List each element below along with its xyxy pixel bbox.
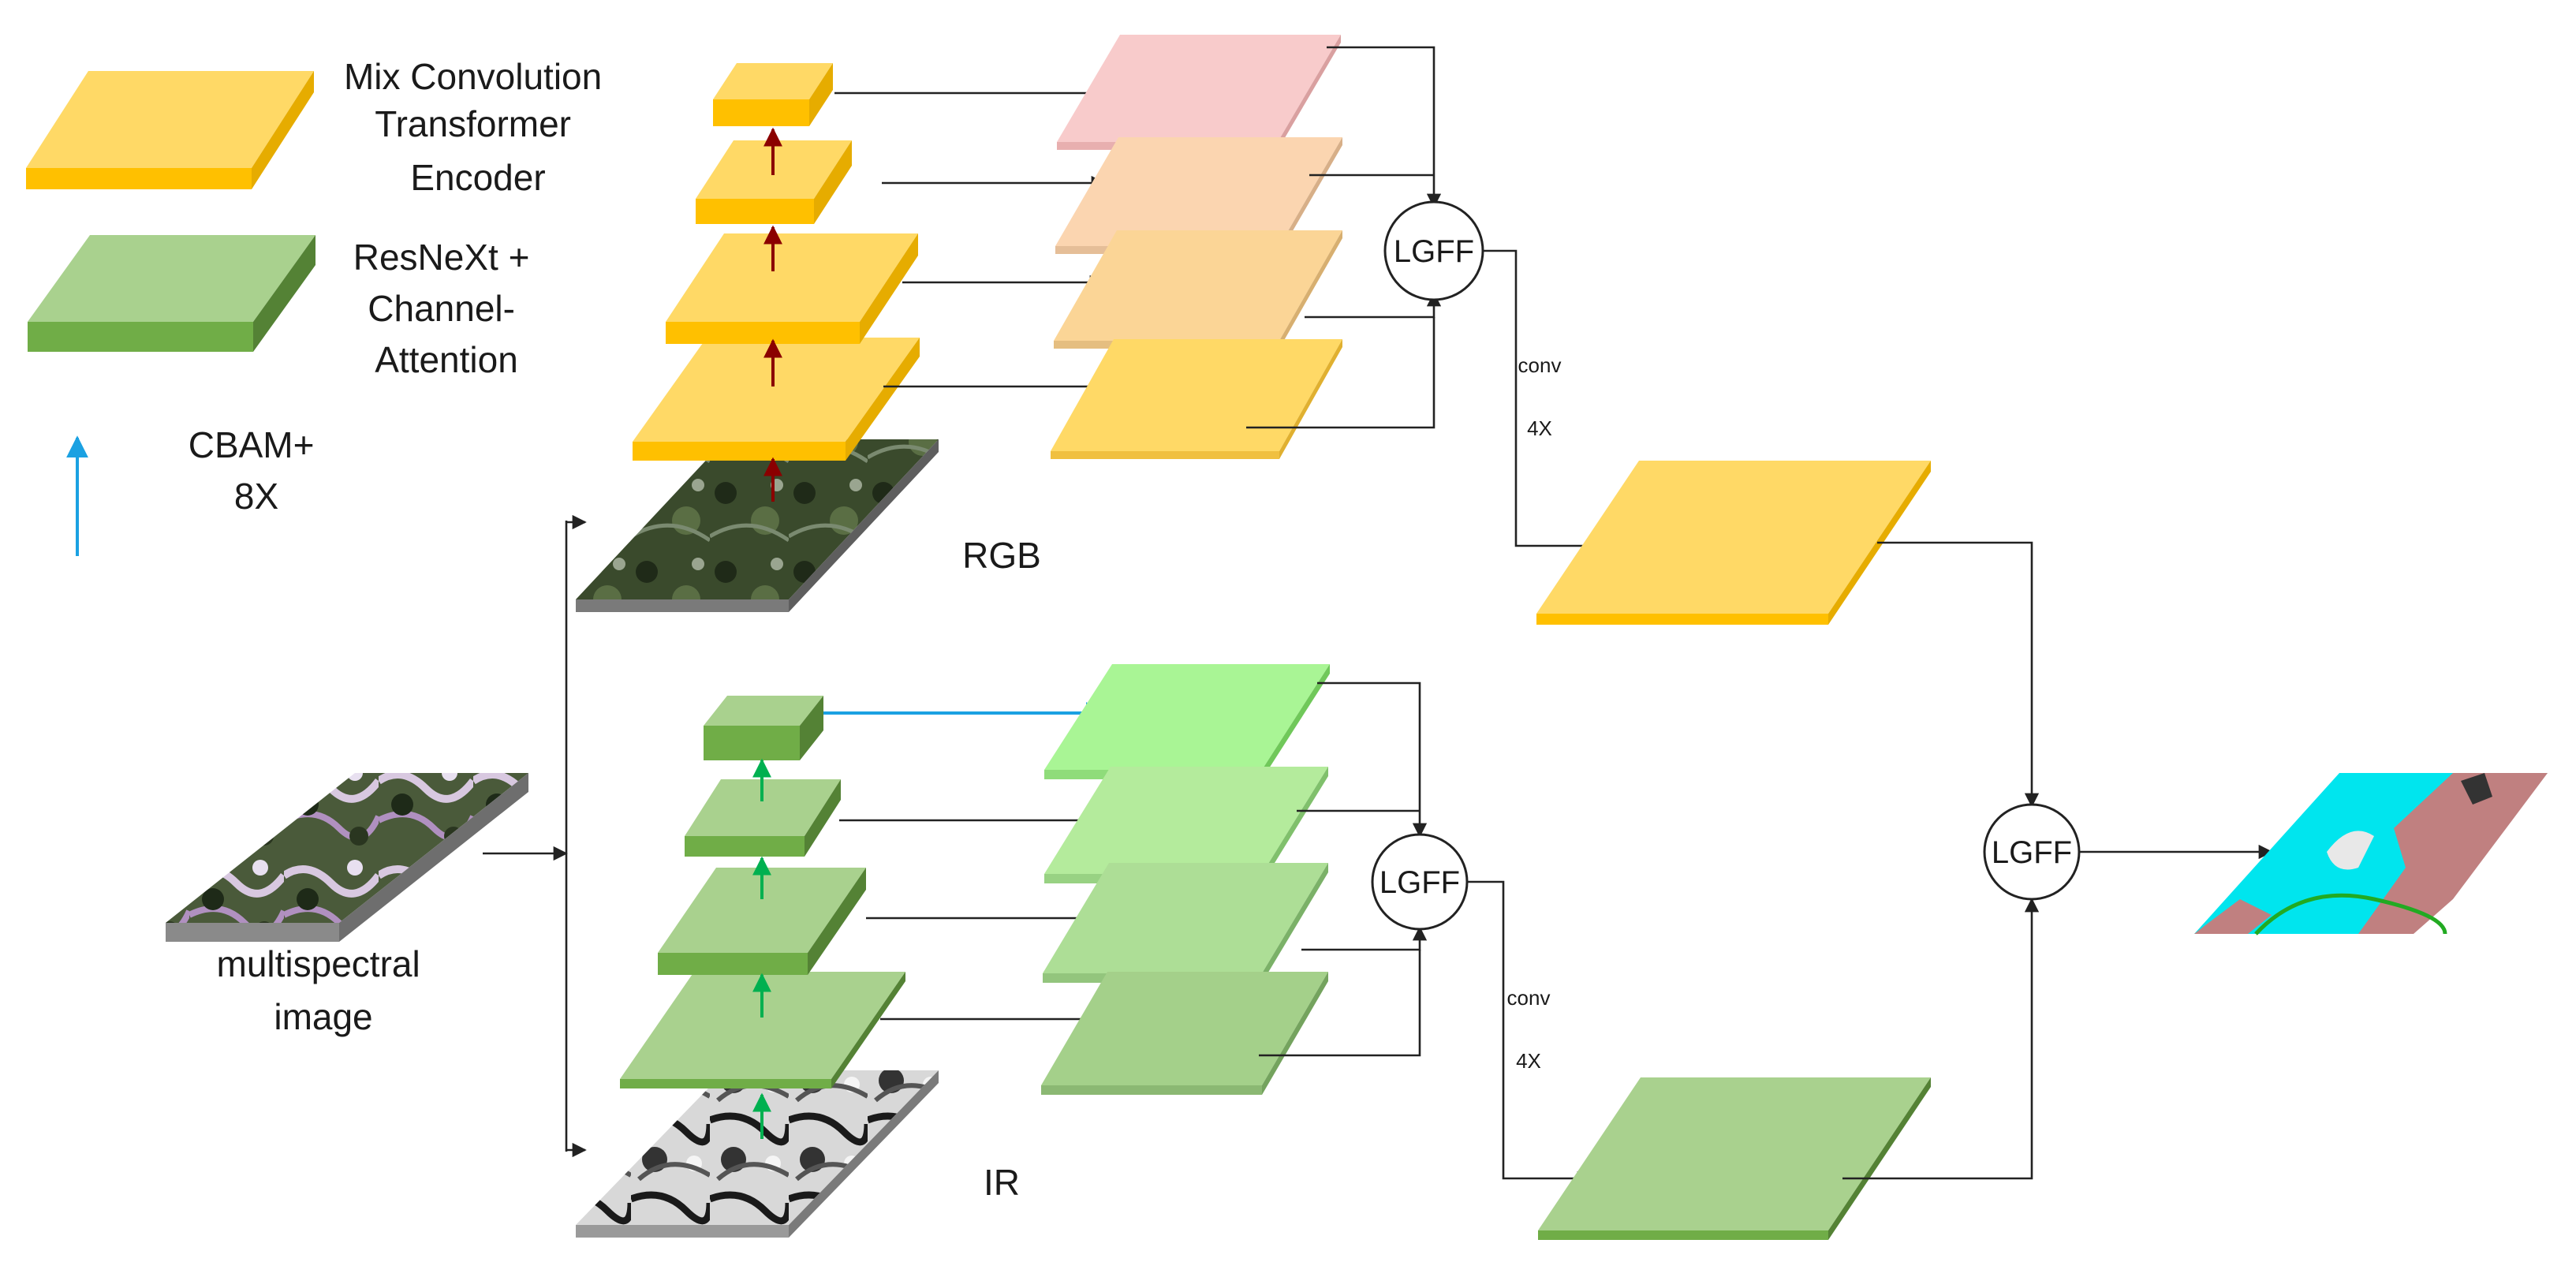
connector-ir-upsampled-to-final bbox=[1842, 898, 2040, 1180]
legend-resnext-line-1: ResNeXt + bbox=[353, 237, 530, 278]
connector-rgb-map-1-to-lgff bbox=[1327, 46, 1442, 208]
multispectral-label-line-1: multispectral bbox=[217, 943, 420, 984]
lgff-final: LGFF bbox=[1983, 803, 2081, 901]
connector-lgff-rgb-to-upsampled bbox=[1483, 249, 1603, 554]
connector-rgb-map-4-to-lgff bbox=[1246, 317, 1435, 429]
connector-rgb-upsampled-to-final bbox=[1877, 541, 2040, 808]
upsample-rgb-label: 4X bbox=[1527, 416, 1552, 440]
rgb-image bbox=[576, 439, 939, 612]
lgff-ir: LGFF bbox=[1371, 833, 1469, 931]
rgb-label: RGB bbox=[962, 535, 1041, 576]
legend-cbam-line-2: 8X bbox=[234, 476, 278, 517]
legend: Mix Convolution Transformer Encoder ResN… bbox=[26, 56, 612, 556]
multispectral-image bbox=[166, 773, 528, 942]
rgb-feature-map-1 bbox=[1057, 35, 1341, 150]
conv-ir-label: conv bbox=[1507, 986, 1551, 1010]
connector-lgff-ir-to-upsampled bbox=[1467, 880, 1592, 1186]
legend-mix-conv-label: Mix Convolution Transformer Encoder bbox=[344, 56, 612, 198]
ir-feature-map-2 bbox=[1044, 767, 1328, 883]
rgb-feature-maps bbox=[1051, 35, 1342, 459]
connector-ir-map-4-to-lgff bbox=[1259, 950, 1421, 1057]
legend-mix-conv-line-3: Encoder bbox=[410, 157, 545, 198]
legend-resnext-label: ResNeXt + Channel- Attention bbox=[353, 237, 540, 380]
lgff-rgb: LGFF bbox=[1383, 200, 1484, 301]
conv-rgb-label: conv bbox=[1518, 353, 1562, 377]
ir-feature-map-1 bbox=[1044, 664, 1330, 779]
ir-encoder-stage-3 bbox=[658, 868, 866, 975]
legend-mix-conv-block-icon bbox=[26, 71, 314, 189]
ir-feature-map-4 bbox=[1041, 972, 1328, 1095]
rgb-encoder-stage-3 bbox=[666, 233, 918, 344]
legend-resnext-block-icon bbox=[28, 235, 315, 352]
rgb-encoder bbox=[633, 63, 920, 502]
legend-cbam-line-1: CBAM+ bbox=[189, 424, 315, 465]
rgb-feature-map-4 bbox=[1051, 339, 1342, 459]
legend-cbam-label: CBAM+ 8X bbox=[189, 424, 325, 517]
rgb-encoder-stage-1 bbox=[713, 63, 833, 126]
lgff-rgb-label: LGFF bbox=[1394, 234, 1474, 269]
legend-resnext-line-2: Channel- bbox=[368, 288, 515, 329]
rgb-encoder-stage-4 bbox=[633, 338, 920, 461]
upsample-ir-label: 4X bbox=[1516, 1049, 1541, 1073]
ir-image bbox=[576, 1070, 939, 1238]
ir-encoder-stage-4 bbox=[620, 972, 905, 1088]
connector-ir-map-3-to-lgff bbox=[1301, 926, 1428, 951]
legend-mix-conv-line-1: Mix Convolution bbox=[344, 56, 602, 97]
ir-feature-maps bbox=[1041, 664, 1330, 1095]
segmentation-output-map bbox=[2194, 773, 2548, 935]
legend-resnext-line-3: Attention bbox=[375, 339, 518, 380]
connector-ir-map-1-to-lgff bbox=[1317, 681, 1428, 838]
multispectral-label: multispectral image bbox=[217, 943, 431, 1037]
ir-encoder-stage-1 bbox=[704, 696, 823, 760]
lgff-ir-label: LGFF bbox=[1379, 865, 1460, 900]
rgb-upsampled-map bbox=[1536, 461, 1931, 625]
lgff-final-label: LGFF bbox=[1992, 835, 2072, 870]
ir-label: IR bbox=[984, 1162, 1020, 1203]
ir-encoder bbox=[620, 696, 905, 1139]
ir-encoder-stage-2 bbox=[685, 779, 841, 857]
multispectral-label-line-2: image bbox=[274, 996, 372, 1037]
legend-mix-conv-line-2: Transformer bbox=[375, 103, 571, 144]
ir-upsampled-map bbox=[1538, 1077, 1931, 1240]
